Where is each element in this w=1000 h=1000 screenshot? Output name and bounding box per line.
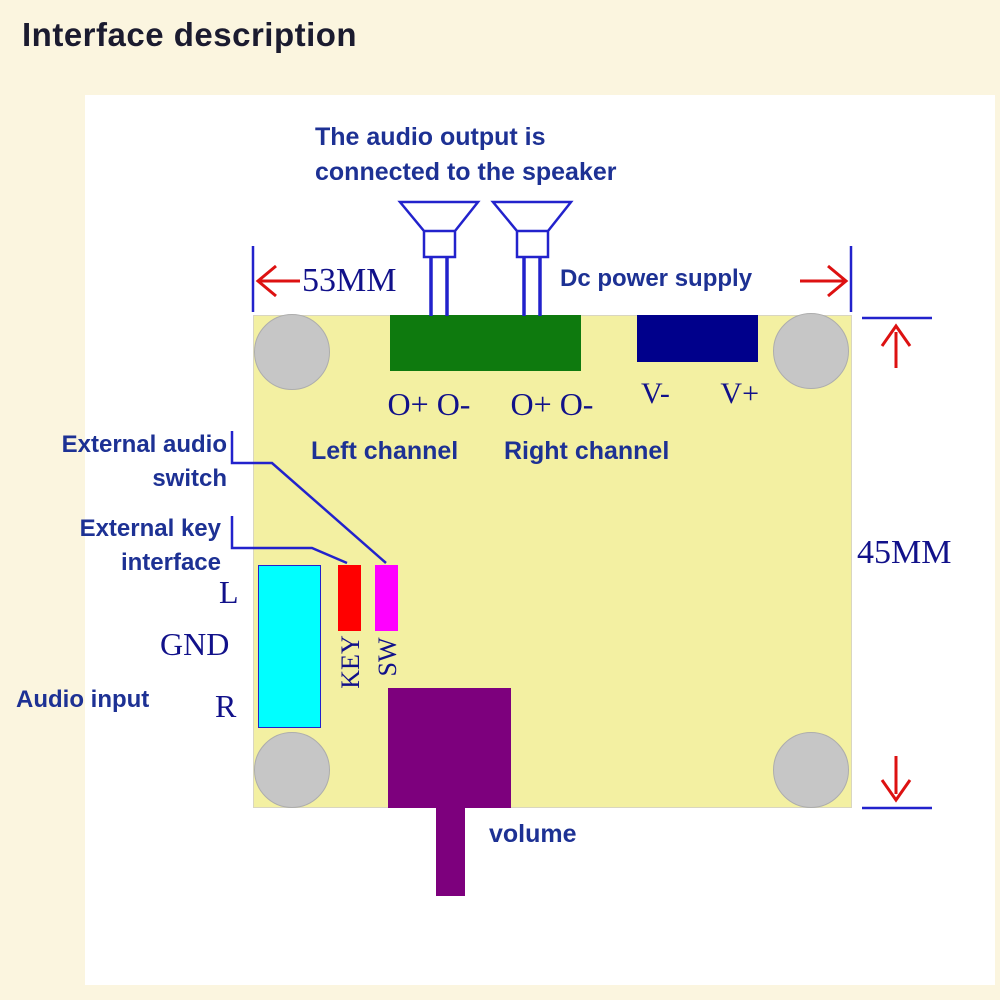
pin-l-label: L [219,574,239,610]
key-header [338,565,361,631]
pin-gnd-label: GND [160,626,230,662]
dc-power-terminal [637,315,758,362]
external-key-interface-line2: interface [120,549,221,576]
right-channel-label: Right channel [504,437,670,465]
height-dimension-label: 45MM [857,534,952,571]
audio-output-note: The audio output is connected to the spe… [315,120,616,190]
left-channel-label: Left channel [311,437,459,465]
sw-label: SW [373,637,402,677]
mounting-hole-bottom-right [773,732,849,808]
left-channel-terminal-label: O+ O- [387,386,471,422]
audio-output-note-line2: connected to the speaker [315,158,617,186]
mounting-hole-bottom-left [254,732,330,808]
switch-header [375,565,398,631]
width-dimension-label: 53MM [302,262,397,299]
external-key-interface-label: External key interface [25,512,221,580]
external-audio-switch-label: External audio switch [25,428,227,496]
volume-label: volume [489,820,577,848]
pin-r-label: R [215,688,237,724]
audio-output-note-line1: The audio output is [315,123,546,151]
dc-power-label: Dc power supply [560,265,753,292]
speaker-output-terminal [390,315,581,371]
v-minus-label: V- [641,377,670,410]
page-title: Interface description [22,16,358,53]
power-pin-labels: V- V+ [641,377,759,411]
external-audio-switch-line1: External audio [61,431,227,458]
audio-input-label: Audio input [16,686,150,713]
v-plus-label: V+ [720,377,759,410]
external-key-interface-line1: External key [79,515,221,542]
external-audio-switch-line2: switch [152,465,227,492]
key-label: KEY [336,635,365,689]
mounting-hole-top-left [254,314,330,390]
volume-potentiometer [388,688,511,808]
volume-shaft [436,808,465,896]
mounting-hole-top-right [773,313,849,389]
audio-input-connector [258,565,321,728]
right-channel-terminal-label: O+ O- [510,386,594,422]
